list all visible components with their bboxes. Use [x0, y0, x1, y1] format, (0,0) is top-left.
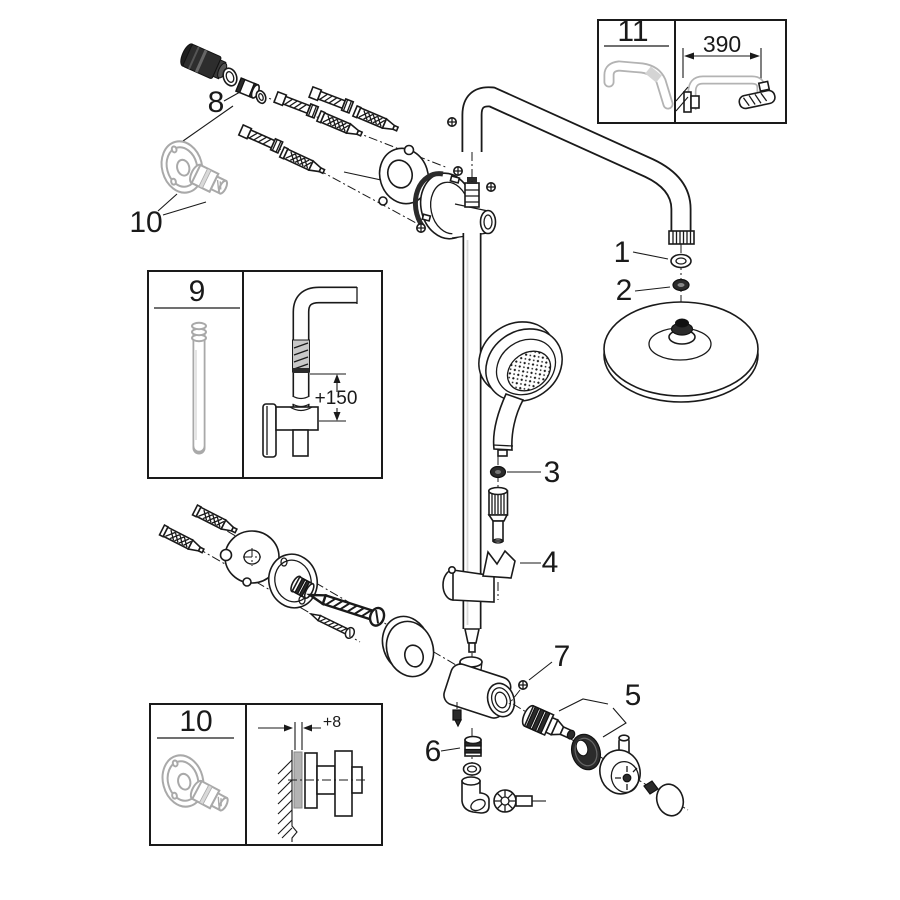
callout-3: 3 [544, 456, 561, 489]
extension-tube-part [191, 321, 207, 455]
hand-shower [478, 321, 563, 457]
outlet-chain-part-6: 6 [425, 728, 546, 814]
callout-1: 1 [614, 236, 631, 269]
lever-handle [599, 734, 641, 795]
callout-7: 7 [554, 640, 571, 673]
hose-connector [487, 486, 509, 544]
shower-holder-part-4: 4 [442, 546, 559, 603]
cartridge [521, 704, 576, 740]
callout-5: 5 [625, 679, 642, 712]
callout-10-top: 10 [129, 206, 162, 239]
callout-4: 4 [542, 546, 559, 579]
gray-connector-icon [187, 778, 232, 816]
callout-2: 2 [616, 274, 633, 307]
valve-body-group: 7 [443, 640, 571, 728]
inset-10-dimension: +8 [323, 714, 341, 731]
inset-11-label: 11 [617, 15, 648, 48]
hose-washer-3: 3 [489, 456, 561, 489]
wall-flange [267, 553, 319, 609]
oval-cap [655, 783, 685, 817]
inset-box-10: 10 +8 [149, 703, 383, 846]
inset-11-dimension: 390 [703, 31, 741, 57]
inset-box-9: 9 +150 [147, 270, 383, 479]
bleed-screw [452, 709, 462, 721]
inset-10-wall-detail: +8 [258, 714, 368, 842]
rain-shower-head [603, 301, 759, 403]
check-valve-part-8: 8 [180, 43, 267, 119]
upper-wall-mount [378, 117, 497, 240]
washer-part-1 [670, 253, 692, 269]
handle-cone [643, 780, 659, 795]
lower-wall-mount-group [158, 504, 469, 673]
escutcheon-ring [381, 615, 435, 678]
shower-pipe-and-arm [461, 86, 695, 659]
inset-9-label: 9 [189, 275, 206, 308]
callout-8: 8 [208, 86, 225, 119]
cartridge-handle-group: 5 [512, 679, 689, 817]
shower-arm-gray-icon [603, 60, 674, 110]
grub-screw-part-7 [517, 679, 529, 691]
inset-9-pipe-detail: +150 [262, 286, 358, 458]
hand-shower-profile-icon [738, 80, 776, 110]
inset-box-11: 11 390 [597, 15, 787, 124]
ring-nut [570, 733, 602, 771]
head-washer-stack: 1 2 [614, 236, 692, 320]
inset-11-dimension-detail: 390 [675, 31, 776, 113]
callout-6: 6 [425, 735, 442, 768]
wall-union-part-10-top: 10 [129, 135, 232, 239]
inset-9-dimension: +150 [315, 388, 358, 409]
inset-10-label: 10 [179, 705, 212, 738]
